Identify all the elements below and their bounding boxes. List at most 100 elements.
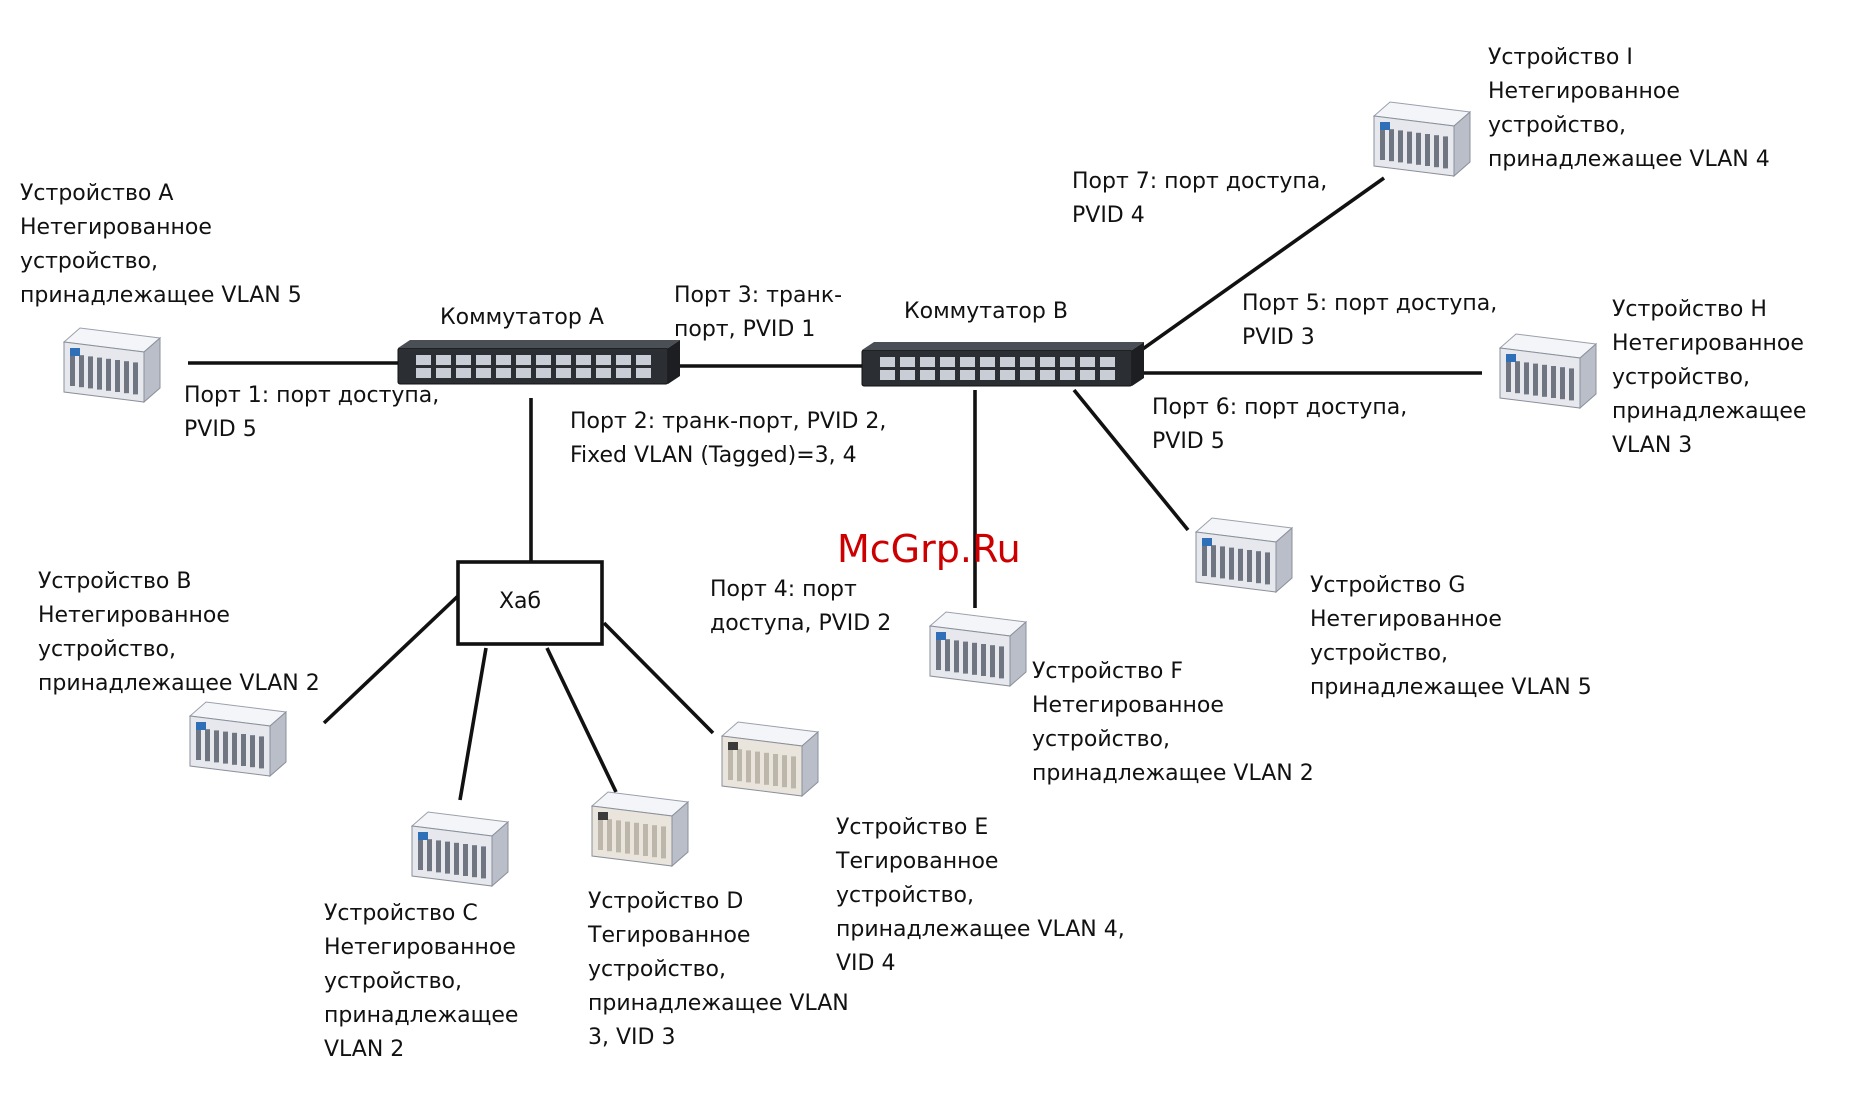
device-module-slot [1506,360,1511,392]
device-module-slot [97,357,102,390]
connection-lines [188,176,1482,801]
device-side [1275,526,1293,594]
device-module-slot [1202,544,1207,576]
switch-top [398,340,680,348]
device-module-slot [241,734,246,766]
device-a-label: Устройство A Нетегированное устройство, … [20,181,302,308]
device-module-slot [1443,136,1448,169]
device-module-slot [773,754,778,786]
device-f-icon [928,611,1028,688]
switch-port [496,355,511,365]
device-module-slot [1211,545,1216,578]
device-module-slot [1560,367,1565,400]
device-indicator [936,632,946,640]
device-module-slot [1265,552,1270,585]
switch-port [536,355,551,365]
device-module-slot [205,729,210,762]
switch-a [397,340,680,385]
device-module-slot [954,640,959,673]
device-module-slot [746,750,751,783]
device-module-slot [981,644,986,676]
device-module-slot [223,731,228,764]
device-module-slot [1533,363,1538,396]
port-7-label: Порт 7: порт доступа, PVID 4 [1072,169,1334,228]
switch-port [1040,370,1055,380]
device-module-slot [737,749,742,782]
port-5-label: Порт 5: порт доступа, PVID 3 [1242,291,1504,350]
device-side [1009,620,1027,688]
device-side [671,800,689,868]
switch-port [940,357,955,367]
device-b-icon [188,701,288,778]
port-1-label: Порт 1: порт доступа, PVID 5 [184,383,446,442]
switch-port [636,368,651,378]
device-module-slot [418,838,423,870]
switch-port [1100,357,1115,367]
device-module-slot [79,355,84,388]
switch-port [920,370,935,380]
device-side [269,710,287,778]
switch-port [1080,370,1095,380]
device-side [1453,110,1471,178]
device-i-label: Устройство I Нетегированное устройство, … [1488,45,1770,172]
device-module-slot [481,846,486,879]
device-module-slot [115,360,120,392]
device-module-slot [1434,135,1439,168]
device-h-label: Устройство H Нетегированное устройство, … [1612,297,1813,458]
device-module-slot [661,826,666,859]
device-side [143,336,161,404]
switch-a-label: Коммутатор A [440,305,604,330]
device-indicator [728,742,738,750]
device-b-label: Устройство B Нетегированное устройство, … [38,569,320,696]
switch-b [861,342,1144,387]
device-module-slot [1380,128,1385,160]
device-module-slot [427,839,432,872]
device-module-slot [70,354,75,386]
switch-port [436,355,451,365]
switch-port [516,368,531,378]
device-indicator [1506,354,1516,362]
device-module-slot [1238,548,1243,581]
device-a-icon [62,327,162,404]
switch-port [980,370,995,380]
device-module-slot [764,752,769,785]
switch-port [576,368,591,378]
device-module-slot [1398,130,1403,163]
hub: Хаб [456,560,604,646]
switch-port [920,357,935,367]
device-module-slot [1416,132,1421,165]
device-indicator [418,832,428,840]
device-module-slot [634,822,639,855]
device-module-slot [1524,362,1529,395]
device-module-slot [1220,546,1225,579]
device-module-slot [625,821,630,854]
device-module-slot [1551,366,1556,398]
switch-port [556,368,571,378]
switch-port [456,355,471,365]
device-module-slot [1407,131,1412,164]
device-f-label: Устройство F Нетегированное устройство, … [1032,659,1314,786]
device-c-label: Устройство C Нетегированное устройство, … [324,901,525,1062]
switch-port [940,370,955,380]
device-module-slot [214,730,219,763]
device-module-slot [1569,368,1574,401]
switch-port [960,370,975,380]
device-indicator [196,722,206,730]
switch-port [556,355,571,365]
device-module-slot [963,641,968,674]
device-g-label: Устройство G Нетегированное устройство, … [1310,573,1592,700]
port-3-label: Порт 3: транк- порт, PVID 1 [674,283,849,342]
port-4-label: Порт 4: порт доступа, PVID 2 [710,577,891,636]
switch-port [536,368,551,378]
device-module-slot [445,841,450,874]
hub-label: Хаб [499,589,541,614]
device-module-slot [232,732,237,765]
device-module-slot [1389,129,1394,162]
device-g-icon [1194,517,1294,594]
switch-port [1020,370,1035,380]
device-e-icon [720,721,820,798]
device-module-slot [652,825,657,858]
device-module-slot [88,356,93,389]
device-indicator [1380,122,1390,130]
